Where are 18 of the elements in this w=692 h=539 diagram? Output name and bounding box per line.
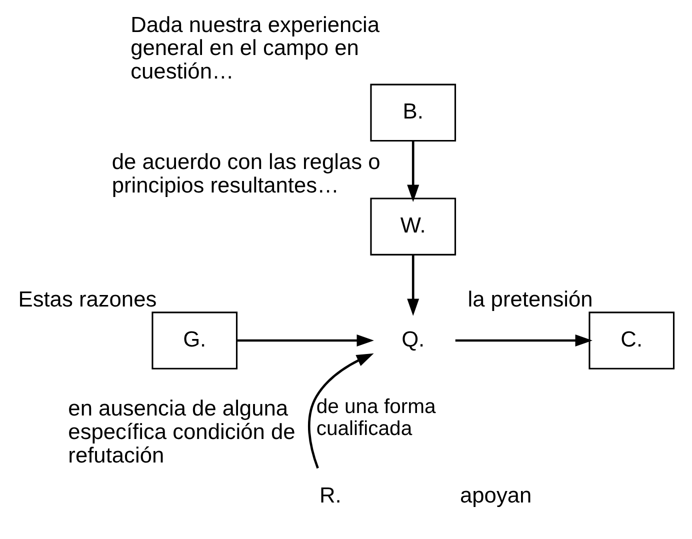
arrow	[308, 353, 374, 469]
node-text: Q.	[402, 326, 425, 352]
node-box: W.	[370, 198, 456, 256]
node-label: en ausencia de alguna específica condición de refutación	[68, 396, 296, 468]
node-label: Dada nuestra experiencia general en el campo en cuestión…	[130, 12, 380, 84]
node-text: R.	[319, 482, 342, 508]
node-label: la pretensión	[468, 286, 593, 312]
node-box: C.	[588, 312, 675, 370]
arrow	[236, 334, 374, 347]
node-box: B.	[370, 84, 456, 142]
arrow	[407, 141, 420, 202]
node-label: Estas razones	[18, 286, 157, 312]
arrow	[455, 334, 592, 347]
edge-label: de una forma cualificada	[316, 396, 436, 440]
node-label: de acuerdo con las reglas o principios resultantes…	[112, 149, 380, 198]
arrow	[407, 254, 420, 316]
label: apoyan	[460, 482, 532, 508]
node-box: G.	[152, 312, 238, 370]
